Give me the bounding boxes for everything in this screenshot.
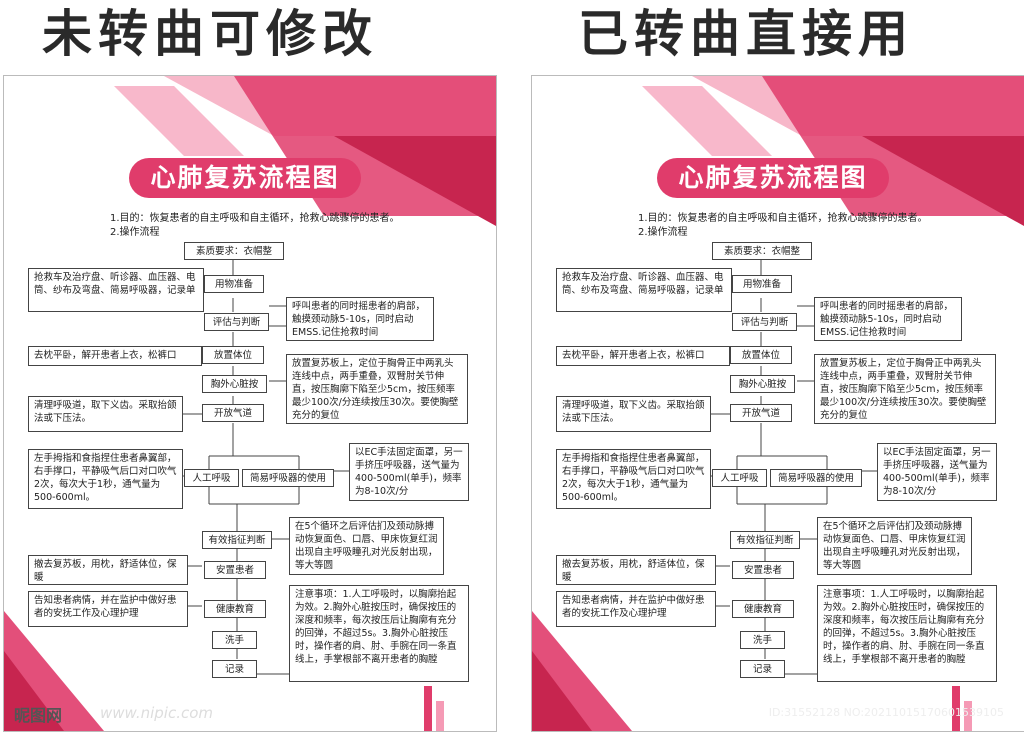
note-position: 去枕平卧，解开患者上衣，松裤口 — [28, 346, 202, 366]
watermark-logo: 昵图网 — [14, 706, 63, 725]
corner-decoration-top — [642, 76, 1024, 226]
note-compress: 放置复苏板上，定位于胸骨正中两乳头连线中点，两手重叠，双臂肘关节伸直，按压胸廓下… — [286, 354, 468, 424]
step-record: 记录 — [212, 660, 257, 678]
purpose-text: 1.目的：恢复患者的自主呼吸和自主循环，抢救心跳骤停的患者。 2.操作流程 — [110, 212, 400, 240]
step-manual-breath: 人工呼吸 — [712, 469, 767, 487]
note-prep: 抢救车及治疗盘、听诊器、血压器、电筒、纱布及弯盘、简易呼吸器，记录单 — [28, 268, 204, 312]
flowchart-poster-left: 心肺复苏流程图 1.目的：恢复患者的自主呼吸和自主循环，抢救心跳骤停的患者。 2… — [3, 75, 497, 732]
note-prep: 抢救车及治疗盘、听诊器、血压器、电筒、纱布及弯盘、简易呼吸器，记录单 — [556, 268, 732, 312]
poster-title: 心肺复苏流程图 — [129, 158, 361, 198]
purpose-line-2: 2.操作流程 — [110, 227, 160, 238]
step-position: 放置体位 — [202, 346, 264, 364]
note-education: 告知患者病情，并在监护中做好患者的安抚工作及心理护理 — [28, 591, 188, 627]
step-settle: 安置患者 — [732, 561, 794, 579]
note-bag: 以EC手法固定面罩，另一手挤压呼吸器，送气量为400-500ml(单手)，频率为… — [877, 443, 997, 501]
step-airway: 开放气道 — [202, 404, 264, 422]
purpose-text: 1.目的：恢复患者的自主呼吸和自主循环，抢救心跳骤停的患者。 2.操作流程 — [638, 212, 928, 240]
step-prep: 用物准备 — [204, 275, 264, 293]
note-airway: 清理呼吸道，取下义齿。采取抬颌法或下压法。 — [28, 396, 183, 432]
flowchart-poster-right: 心肺复苏流程图 1.目的：恢复患者的自主呼吸和自主循环，抢救心跳骤停的患者。 2… — [531, 75, 1024, 732]
note-manual: 左手拇指和食指捏住患者鼻翼部，右手撑口，平静吸气后口对口吹气2次，每次大于1秒，… — [28, 449, 183, 509]
note-position: 去枕平卧，解开患者上衣，松裤口 — [556, 346, 730, 366]
corner-decoration-bottom — [4, 611, 444, 731]
purpose-line-2: 2.操作流程 — [638, 227, 688, 238]
step-assess: 评估与判断 — [732, 313, 797, 331]
note-compress: 放置复苏板上，定位于胸骨正中两乳头连线中点，两手重叠，双臂肘关节伸直，按压胸廓下… — [814, 354, 996, 424]
purpose-line-1: 1.目的：恢复患者的自主呼吸和自主循环，抢救心跳骤停的患者。 — [638, 213, 928, 224]
step-position: 放置体位 — [730, 346, 792, 364]
step-quality: 素质要求：衣帽整 — [184, 242, 284, 260]
step-wash: 洗手 — [740, 631, 785, 649]
watermark-id: ID:31552128 NO:20211015170601539105 — [768, 706, 1004, 719]
step-settle: 安置患者 — [204, 561, 266, 579]
step-education: 健康教育 — [732, 600, 794, 618]
step-education: 健康教育 — [204, 600, 266, 618]
note-education: 告知患者病情，并在监护中做好患者的安抚工作及心理护理 — [556, 591, 716, 627]
heading-right: 已转曲直接用 — [578, 5, 914, 63]
note-assess: 呼叫患者的同时摇患者的肩部，触摸颈动脉5-10s，同时启动EMSS.记住抢救时间 — [286, 297, 434, 341]
note-attention: 注意事项：1.人工呼吸时，以胸廓抬起为效。2.胸外心脏按压时，确保按压的深度和频… — [289, 585, 469, 682]
poster-title: 心肺复苏流程图 — [657, 158, 889, 198]
step-effective: 有效指征判断 — [202, 531, 272, 549]
watermark-url: www.nipic.com — [100, 704, 214, 722]
corner-decoration-top — [114, 76, 496, 226]
note-effective: 在5个循环之后评估扪及颈动脉搏动恢复面色、口唇、甲床恢复红润出现自主呼吸瞳孔对光… — [817, 517, 972, 575]
step-manual-breath: 人工呼吸 — [184, 469, 239, 487]
step-bag-breath: 简易呼吸器的使用 — [242, 469, 334, 487]
corner-decoration-bottom — [532, 611, 972, 731]
note-settle: 撤去复苏板，用枕，舒适体位，保暖 — [556, 555, 716, 585]
note-settle: 撤去复苏板，用枕，舒适体位，保暖 — [28, 555, 188, 585]
step-compress: 胸外心脏按 — [730, 375, 795, 393]
step-prep: 用物准备 — [732, 275, 792, 293]
step-bag-breath: 简易呼吸器的使用 — [770, 469, 862, 487]
step-compress: 胸外心脏按 — [202, 375, 267, 393]
step-wash: 洗手 — [212, 631, 257, 649]
step-effective: 有效指征判断 — [730, 531, 800, 549]
note-bag: 以EC手法固定面罩，另一手挤压呼吸器，送气量为400-500ml(单手)，频率为… — [349, 443, 469, 501]
note-attention: 注意事项：1.人工呼吸时，以胸廓抬起为效。2.胸外心脏按压时，确保按压的深度和频… — [817, 585, 997, 682]
heading-left: 未转曲可修改 — [42, 5, 378, 63]
purpose-line-1: 1.目的：恢复患者的自主呼吸和自主循环，抢救心跳骤停的患者。 — [110, 213, 400, 224]
note-assess: 呼叫患者的同时摇患者的肩部，触摸颈动脉5-10s，同时启动EMSS.记住抢救时间 — [814, 297, 962, 341]
note-manual: 左手拇指和食指捏住患者鼻翼部，右手撑口，平静吸气后口对口吹气2次，每次大于1秒，… — [556, 449, 711, 509]
step-record: 记录 — [740, 660, 785, 678]
note-effective: 在5个循环之后评估扪及颈动脉搏动恢复面色、口唇、甲床恢复红润出现自主呼吸瞳孔对光… — [289, 517, 444, 575]
step-quality: 素质要求：衣帽整 — [712, 242, 812, 260]
step-airway: 开放气道 — [730, 404, 792, 422]
step-assess: 评估与判断 — [204, 313, 269, 331]
note-airway: 清理呼吸道，取下义齿。采取抬颌法或下压法。 — [556, 396, 711, 432]
